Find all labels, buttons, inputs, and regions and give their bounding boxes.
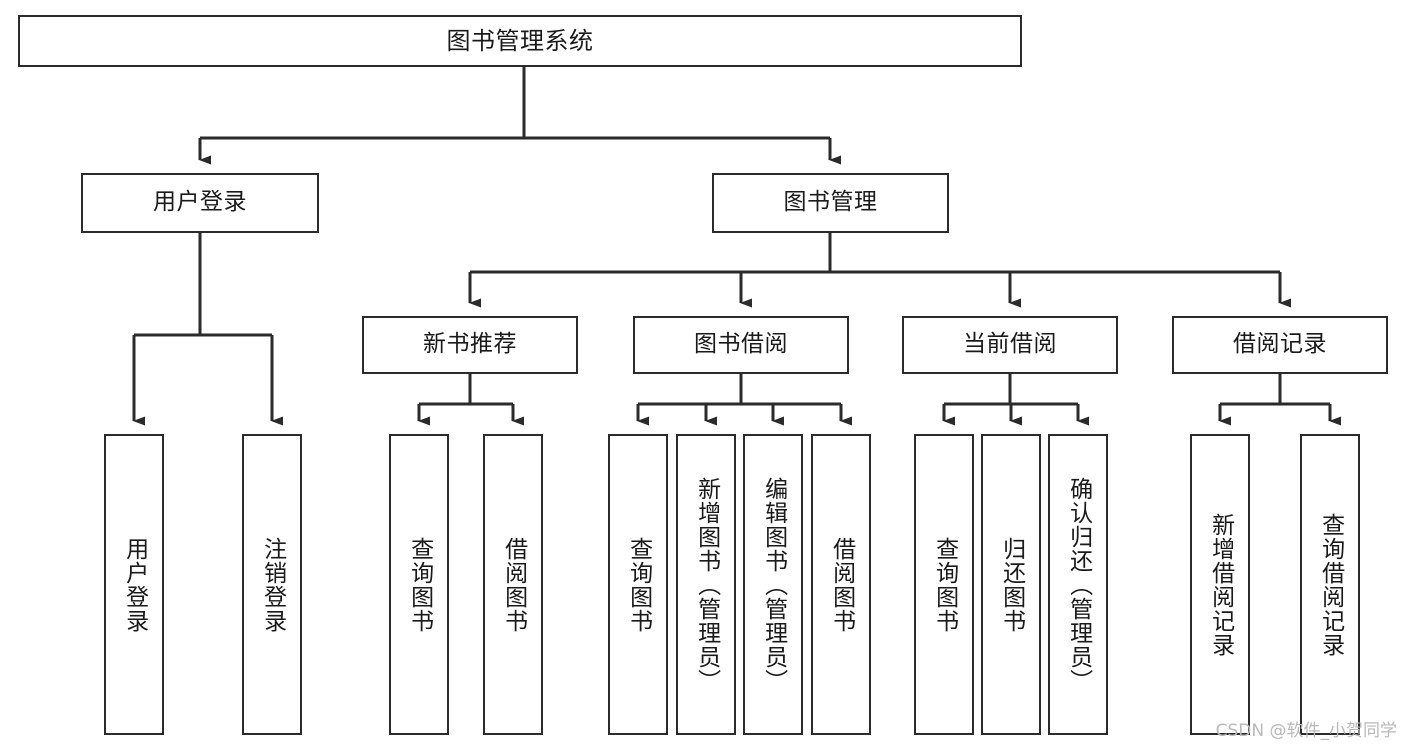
node-book-manage[interactable]: 图书管理: [712, 173, 949, 233]
book-manage-connectors: [468, 233, 1291, 308]
node-leaf-add-record-label: 新增借阅记录: [1207, 512, 1234, 657]
current-borrow-connectors: [942, 374, 1089, 426]
node-leaf-edit-book-label: 编辑图书（管理员）: [760, 476, 787, 693]
node-user-login[interactable]: 用户登录: [81, 173, 319, 233]
node-new-book-rec-label: 新书推荐: [423, 331, 517, 358]
node-leaf-return-book[interactable]: 归还图书: [981, 434, 1041, 735]
node-leaf-query-book-3[interactable]: 查询图书: [914, 434, 974, 735]
node-leaf-logout-login[interactable]: 注销登录: [242, 434, 302, 735]
node-current-borrow-label: 当前借阅: [963, 331, 1057, 358]
node-leaf-edit-book[interactable]: 编辑图书（管理员）: [743, 434, 803, 735]
node-leaf-confirm-return-label: 确认归还（管理员）: [1065, 476, 1092, 693]
borrow-record-connectors: [1218, 374, 1341, 426]
node-root-label: 图书管理系统: [446, 26, 594, 55]
node-root[interactable]: 图书管理系统: [18, 15, 1022, 67]
node-new-book-rec[interactable]: 新书推荐: [362, 316, 578, 374]
book-borrow-connectors: [636, 374, 852, 426]
node-leaf-logout-login-label: 注销登录: [259, 536, 286, 633]
node-leaf-query-book-2-label: 查询图书: [625, 536, 652, 633]
new-book-rec-connectors: [417, 374, 524, 426]
node-leaf-query-book-3-label: 查询图书: [931, 536, 958, 633]
node-leaf-confirm-return[interactable]: 确认归还（管理员）: [1048, 434, 1108, 735]
node-leaf-borrow-book-1[interactable]: 借阅图书: [483, 434, 543, 735]
node-leaf-add-record[interactable]: 新增借阅记录: [1190, 434, 1250, 735]
node-leaf-add-book[interactable]: 新增图书（管理员）: [676, 434, 736, 735]
node-current-borrow[interactable]: 当前借阅: [902, 316, 1118, 374]
node-leaf-query-record-label: 查询借阅记录: [1317, 512, 1344, 657]
node-leaf-borrow-book-2[interactable]: 借阅图书: [811, 434, 871, 735]
node-book-borrow[interactable]: 图书借阅: [633, 316, 849, 374]
node-leaf-query-book-2[interactable]: 查询图书: [608, 434, 668, 735]
node-leaf-borrow-book-1-label: 借阅图书: [500, 536, 527, 633]
node-book-borrow-label: 图书借阅: [694, 331, 788, 358]
node-borrow-record-label: 借阅记录: [1233, 331, 1327, 358]
user-login-connectors: [132, 233, 283, 426]
node-user-login-label: 用户登录: [153, 189, 247, 216]
node-leaf-borrow-book-2-label: 借阅图书: [828, 536, 855, 633]
node-leaf-user-login[interactable]: 用户登录: [104, 434, 164, 735]
node-leaf-add-book-label: 新增图书（管理员）: [693, 476, 720, 693]
node-book-manage-label: 图书管理: [783, 189, 878, 216]
node-leaf-user-login-label: 用户登录: [121, 536, 148, 633]
node-leaf-query-book-1[interactable]: 查询图书: [389, 434, 449, 735]
node-borrow-record[interactable]: 借阅记录: [1172, 316, 1388, 374]
root-connectors: [198, 67, 841, 165]
node-leaf-query-book-1-label: 查询图书: [406, 536, 433, 633]
node-leaf-query-record[interactable]: 查询借阅记录: [1300, 434, 1360, 735]
node-leaf-return-book-label: 归还图书: [998, 536, 1025, 633]
